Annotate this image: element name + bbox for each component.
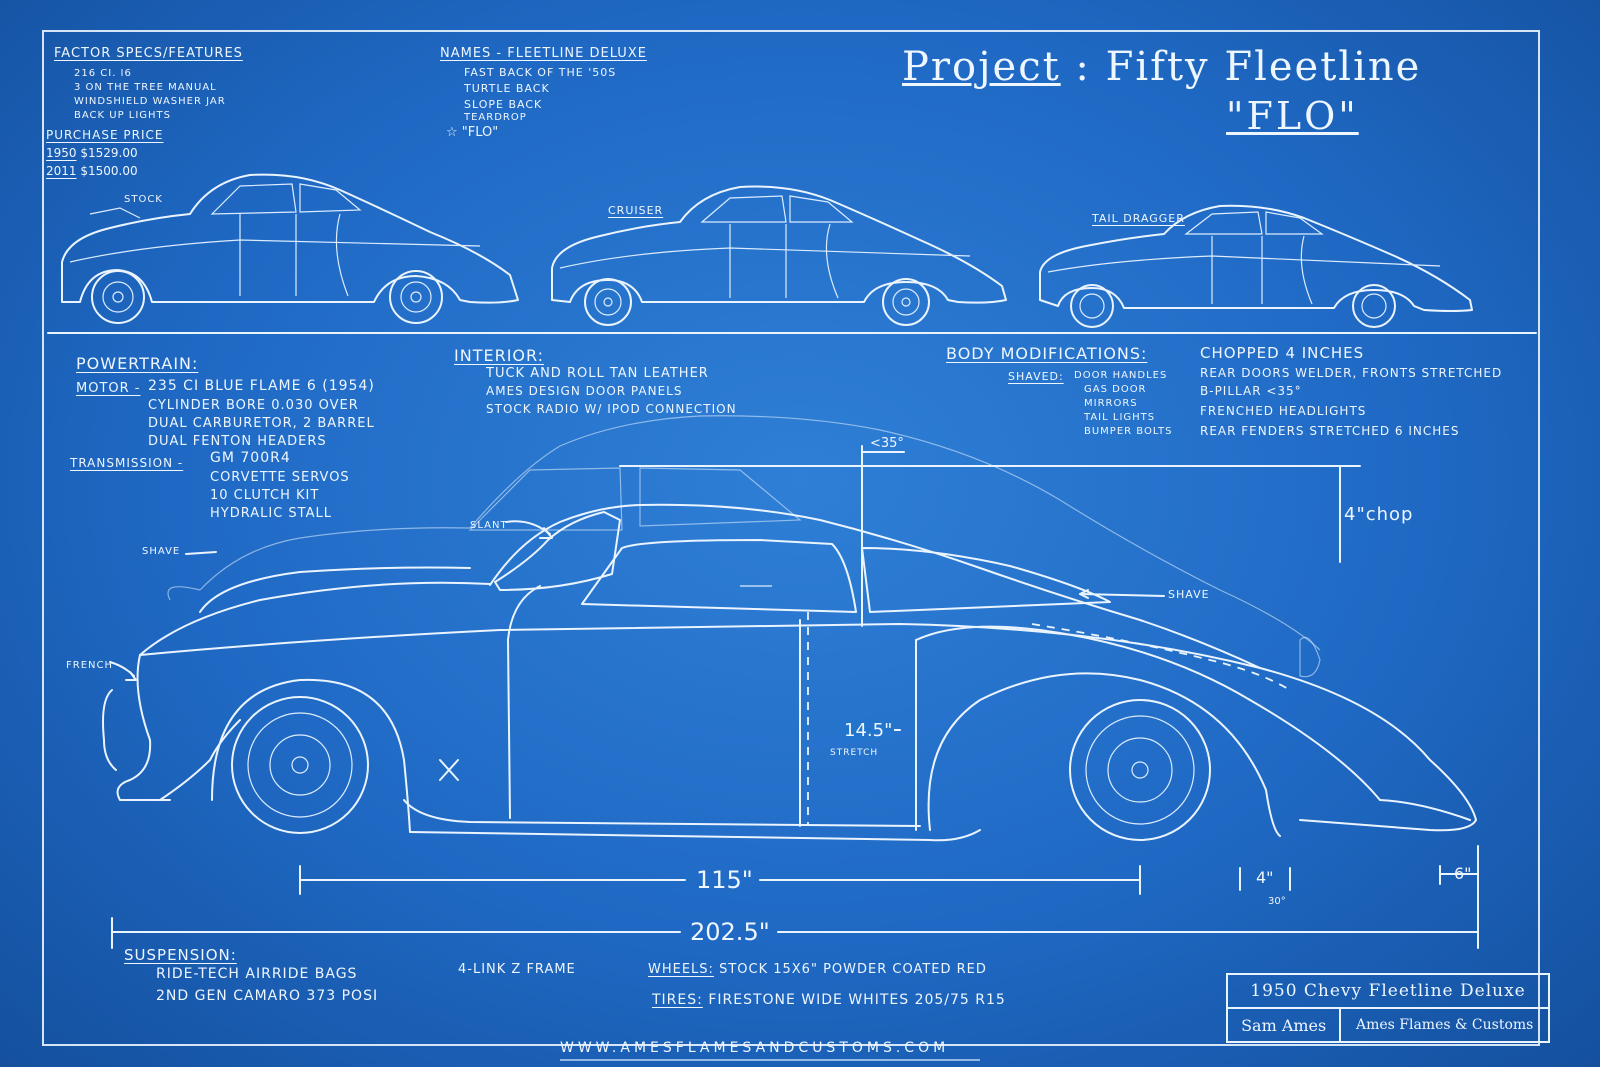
body-mod-item: Chopped 4 inches [1200, 344, 1365, 362]
factory-spec-item: 3 on the tree manual [74, 82, 217, 93]
drop-angle-label: 30° [1268, 896, 1286, 907]
title-block-company: Ames Flames & Customs [1355, 1017, 1534, 1033]
name-item: Turtle back [464, 82, 550, 95]
shaved-item: Bumper bolts [1084, 426, 1173, 437]
shaved-item: Mirrors [1084, 398, 1138, 409]
interior-item: Ames design door panels [486, 384, 683, 398]
star-icon: ☆ [446, 125, 458, 140]
title-block-credits: Sam Ames Ames Flames & Customs [1228, 1009, 1548, 1041]
wheelbase-dimension: 115" [696, 866, 753, 894]
wheels-label: Wheels: [648, 962, 714, 977]
overall-length-dimension: 202.5" [690, 918, 770, 946]
suspension-item: 2nd gen Camaro 373 posi [156, 988, 379, 1004]
tail-dragger-car-profile [1039, 204, 1473, 328]
motor-item: Dual Fenton headers [148, 434, 327, 449]
tires-label: Tires: [652, 992, 703, 1008]
shave-label-right: Shave [1168, 588, 1210, 601]
name-item: Teardrop [464, 112, 527, 123]
suspension-item: Ride-tech Airride bags [156, 966, 358, 982]
body-mod-item: Frenched headlights [1200, 404, 1367, 418]
factory-specs-heading: Factor Specs/Features [54, 46, 243, 61]
slant-label: Slant [470, 520, 508, 531]
name-item: Slope back [464, 98, 543, 111]
shaved-item: Gas door [1084, 384, 1147, 395]
stock-ghost-outline [167, 415, 1321, 651]
stock-label: Stock [124, 194, 163, 205]
motor-item: Cylinder bore 0.030 over [148, 398, 359, 413]
factory-spec-item: Windshield washer jar [74, 96, 226, 107]
stock-car-profile [61, 173, 519, 324]
shave-label-left: Shave [142, 546, 181, 557]
project-label: Project [902, 44, 1061, 90]
project-nickname: "FLO" [1226, 94, 1359, 138]
price-year: 2011 [46, 164, 77, 178]
transmission-label: Transmission - [70, 456, 184, 470]
tires-value: Firestone wide whites 205/75 R15 [708, 992, 1006, 1008]
name-item: "FLO" [461, 125, 499, 140]
price-year: 1950 [46, 146, 77, 160]
motor-label: Motor - [76, 381, 141, 396]
price-value: $1500.00 [80, 164, 138, 178]
favorite-name: ☆ "FLO" [446, 125, 498, 140]
project-name: Fifty Fleetline [1105, 44, 1422, 90]
title-block-author: Sam Ames [1228, 1009, 1342, 1041]
main-car-body [102, 503, 1477, 842]
transmission-item: Corvette servos [210, 470, 350, 485]
title-block: 1950 Chevy Fleetline Deluxe Sam Ames Ame… [1226, 973, 1550, 1043]
interior-item: Tuck and roll tan leather [486, 366, 709, 381]
body-mod-item: Rear fenders stretched 6 inches [1200, 424, 1460, 438]
transmission-item: 10 clutch kit [210, 488, 320, 503]
title-block-model: 1950 Chevy Fleetline Deluxe [1228, 975, 1548, 1009]
price-row-1950: 1950 $1529.00 [46, 146, 138, 160]
motor-item: 235 ci Blue Flame 6 (1954) [148, 378, 375, 394]
factory-spec-item: 216 ci. I6 [74, 68, 132, 79]
body-mods-heading: Body Modifications: [946, 344, 1148, 363]
factory-spec-item: Back up lights [74, 110, 172, 121]
cruiser-car-profile [551, 185, 1007, 326]
b-pillar-angle-label: <35° [870, 436, 904, 451]
motor-item: Dual carburetor, 2 barrel [148, 416, 375, 431]
tail-dragger-label: Tail Dragger [1092, 212, 1185, 225]
interior-heading: Interior: [454, 346, 545, 365]
fender-stretch-dimension: 6" [1454, 864, 1472, 883]
french-label: French [66, 660, 114, 671]
price-value: $1529.00 [80, 146, 138, 160]
stretch-label: Stretch [830, 748, 879, 758]
shaved-label: Shaved: [1008, 370, 1064, 383]
cruiser-label: Cruiser [608, 204, 664, 217]
dimension-lines [111, 445, 1479, 949]
powertrain-heading: Powertrain: [76, 354, 199, 373]
shaved-item: Door handles [1074, 370, 1168, 381]
names-heading: Names - Fleetline Deluxe [440, 46, 647, 61]
wheels-row: Wheels: Stock 15x6" powder coated red [648, 962, 987, 977]
body-mod-item: Rear doors welder, fronts stretched [1200, 366, 1503, 380]
transmission-item: GM 700R4 [210, 450, 291, 466]
drop-dimension: 4" [1256, 868, 1274, 887]
name-item: Fast back of the '50s [464, 66, 617, 79]
blueprint-border [42, 30, 1540, 1046]
wheels-value: Stock 15x6" powder coated red [719, 962, 987, 977]
project-separator: : [1075, 44, 1091, 90]
stretch-dimension-label: 14.5" [842, 720, 895, 741]
shaved-item: Tail lights [1084, 412, 1156, 423]
interior-item: Stock radio w/ iPod connection [486, 402, 737, 416]
chop-dimension-label: 4"chop [1344, 504, 1414, 525]
purchase-price-heading: Purchase Price [46, 128, 164, 142]
price-row-2011: 2011 $1500.00 [46, 164, 138, 178]
website-link[interactable]: www.amesflamesandcustoms.com [560, 1040, 950, 1056]
tires-row: Tires: Firestone wide whites 205/75 R15 [652, 992, 1006, 1008]
transmission-item: Hydralic stall [210, 506, 332, 521]
body-mod-item: B-Pillar <35° [1200, 384, 1302, 398]
project-title: Project : Fifty Fleetline [902, 44, 1421, 90]
suspension-link: 4-link Z frame [458, 962, 576, 977]
suspension-heading: Suspension: [124, 946, 237, 964]
